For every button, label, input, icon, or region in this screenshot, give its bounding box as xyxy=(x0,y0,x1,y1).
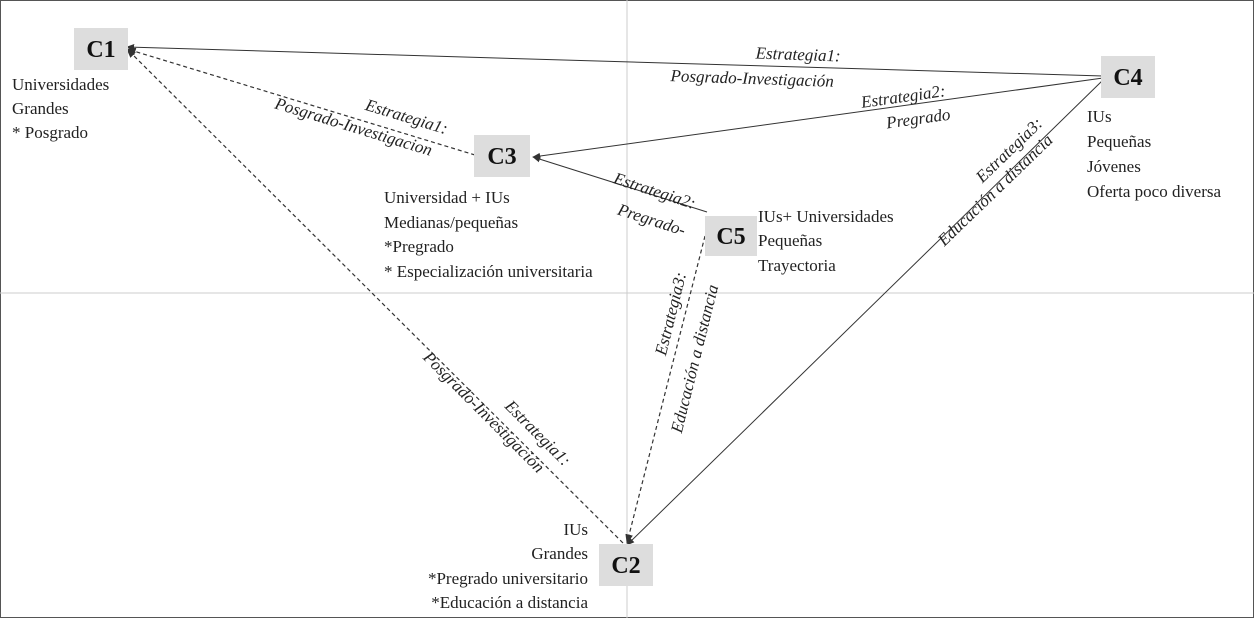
node-c4-desc-line: Pequeñas xyxy=(1087,132,1151,151)
node-c1-label: C1 xyxy=(86,37,115,63)
node-c3-desc-line: Universidad + IUs xyxy=(384,188,510,207)
edge-c4-c3 xyxy=(532,77,1104,160)
node-c2-desc-line: *Pregrado universitario xyxy=(428,569,588,588)
node-c1-desc-line: Grandes xyxy=(12,99,69,118)
edge-label-c5-c3: Estrategia2: Pregrado- xyxy=(610,168,698,239)
node-c5-box xyxy=(705,216,757,256)
node-c5-description: IUs+ Universidades Pequeñas Trayectoria xyxy=(758,207,894,275)
node-c4-label: C4 xyxy=(1113,65,1142,91)
node-c4-desc-line: Oferta poco diversa xyxy=(1087,182,1222,201)
node-c1: C1 xyxy=(74,28,128,70)
node-c1-box xyxy=(74,28,128,70)
edge-label-c5-c2: Estrategia3: Educación a distancia xyxy=(651,270,722,436)
node-c4: C4 xyxy=(1101,56,1155,98)
node-c3-desc-line: *Pregrado xyxy=(384,237,454,256)
node-c3: C3 xyxy=(474,135,530,177)
edge-label-c2-c1: Estrategia1: Posgrado-Investigación xyxy=(419,347,575,477)
node-c3-label: C3 xyxy=(487,144,516,170)
edge-c3-c1 xyxy=(126,47,476,156)
node-c3-desc-line: * Especialización universitaria xyxy=(384,262,593,281)
node-c1-desc-line: Universidades xyxy=(12,75,109,94)
node-c3-box xyxy=(474,135,530,177)
node-c5-desc-line: Trayectoria xyxy=(758,256,836,275)
node-c4-box xyxy=(1101,56,1155,98)
node-c5-desc-line: IUs+ Universidades xyxy=(758,207,894,226)
node-c2-desc-line: *Educación a distancia xyxy=(431,593,588,612)
node-c2-description: IUs Grandes *Pregrado universitario *Edu… xyxy=(428,520,588,612)
edge-label-c3-c1: Estrategia1: Posgrado-Investigacion xyxy=(272,93,450,159)
node-c2: C2 xyxy=(599,544,653,586)
node-c5-label: C5 xyxy=(716,224,745,250)
edge-label-line: Educación a distancia xyxy=(933,130,1056,250)
node-c1-description: Universidades Grandes * Posgrado xyxy=(12,75,109,142)
node-c2-desc-line: Grandes xyxy=(531,544,588,563)
edge-label-line: Posgrado-Investigación xyxy=(669,66,834,91)
edge-c4-c2 xyxy=(626,79,1104,546)
edge-label-line: Estrategia1: xyxy=(754,43,841,65)
edge-label-line: Estrategia3: xyxy=(651,270,690,358)
node-c3-desc-line: Medianas/pequeñas xyxy=(384,213,518,232)
node-c1-desc-line: * Posgrado xyxy=(12,123,88,142)
node-c2-label: C2 xyxy=(611,553,640,579)
edge-c4-c1 xyxy=(126,44,1104,77)
node-c2-desc-line: IUs xyxy=(563,520,588,539)
node-c3-description: Universidad + IUs Medianas/pequeñas *Pre… xyxy=(384,188,593,281)
node-c5: C5 xyxy=(705,216,757,256)
edge-label-c4-c2: Estrategia3: Educación a distancia xyxy=(933,114,1056,251)
node-c2-box xyxy=(599,544,653,586)
edge-c5-c2 xyxy=(625,235,706,544)
edge-label-line: Pregrado xyxy=(884,105,952,133)
node-c4-desc-line: Jóvenes xyxy=(1087,157,1141,176)
node-c5-desc-line: Pequeñas xyxy=(758,231,822,250)
edge-c5-c3 xyxy=(532,156,708,213)
edge-label-c4-c1: Estrategia1: Posgrado-Investigación xyxy=(669,43,841,90)
edge-label-c4-c3: Estrategia2: Pregrado xyxy=(859,81,952,132)
node-c4-description: IUs Pequeñas Jóvenes Oferta poco diversa xyxy=(1087,107,1222,201)
node-c4-desc-line: IUs xyxy=(1087,107,1112,126)
edge-c2-c1 xyxy=(126,48,624,544)
